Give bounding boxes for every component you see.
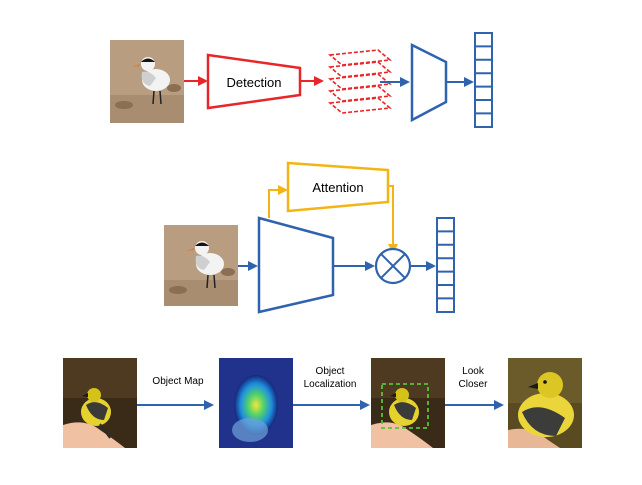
zoomed-warbler-photo	[508, 358, 582, 448]
arrow-to-attention	[268, 185, 288, 218]
detection-pipeline: Detection	[110, 32, 493, 128]
localized-warbler-photo	[371, 358, 445, 448]
feature-vector-row1	[474, 32, 493, 128]
object-heatmap	[219, 358, 293, 448]
attention-block	[286, 161, 390, 213]
input-bird-image-row1	[110, 40, 184, 123]
look-closer-label-line1: Look	[462, 366, 485, 377]
attention-pipeline: Attention	[164, 161, 455, 314]
arrow-attention-to-multiply	[388, 185, 398, 254]
object-localization-label-line2: Localization	[304, 379, 357, 390]
feature-vector-row2	[436, 217, 455, 313]
look-closer-pipeline: Object Map Object Localization Look Clos…	[63, 358, 582, 448]
localization-box	[381, 383, 429, 429]
input-warbler-photo	[63, 358, 137, 448]
attention-label: Attention	[312, 180, 363, 195]
multiply-operator-icon	[374, 247, 412, 285]
detection-block	[206, 53, 302, 110]
look-closer-label-line2: Closer	[459, 379, 489, 390]
detection-label: Detection	[227, 75, 282, 90]
network-trapezoid-row2	[257, 216, 335, 314]
object-map-label: Object Map	[152, 376, 204, 387]
object-localization-label-line1: Object	[316, 366, 345, 377]
input-bird-image-row2	[164, 225, 238, 306]
network-trapezoid-row1	[410, 42, 448, 123]
region-proposals-stack	[328, 49, 392, 114]
